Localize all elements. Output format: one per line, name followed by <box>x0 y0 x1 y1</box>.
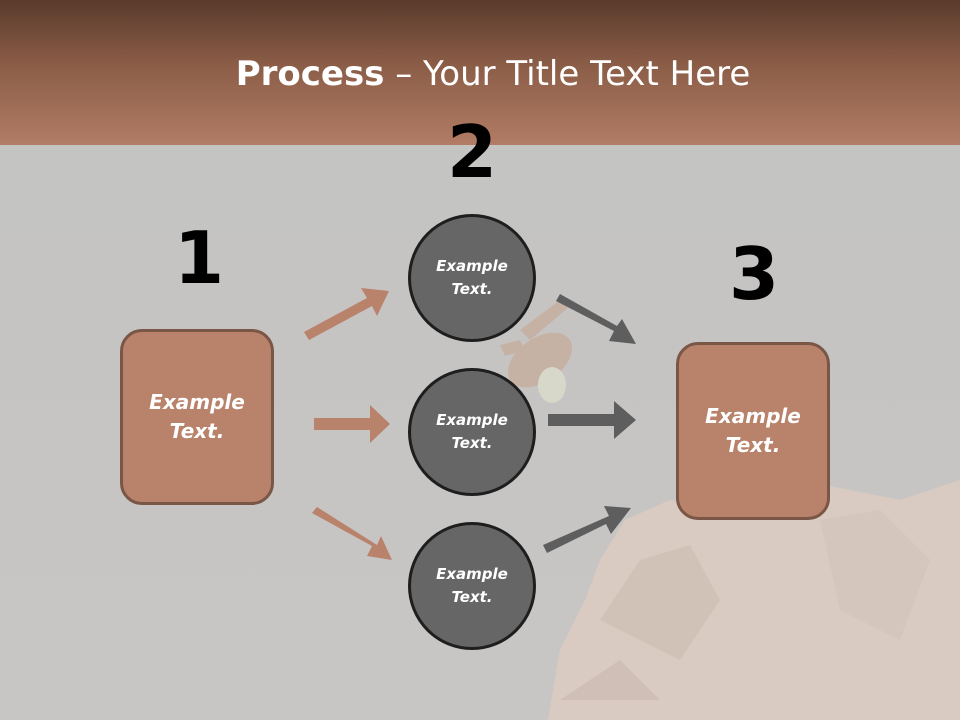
step-1-box: Example Text. <box>120 329 274 505</box>
arrow-in-middle <box>314 405 390 443</box>
step-2-label-bottom: Example Text. <box>436 565 508 606</box>
title-banner <box>0 0 960 145</box>
slide-title: Process – Your Title Text Here <box>0 52 960 96</box>
step-number-2: 2 <box>446 110 498 194</box>
arrow-out-top <box>556 294 636 344</box>
step-2-circle-middle: Example Text. <box>408 368 536 496</box>
step-2-label-middle: Example Text. <box>436 411 508 452</box>
arrow-in-bottom <box>312 507 392 560</box>
step-2-circle-top: Example Text. <box>408 214 536 342</box>
title-rest: – Your Title Text Here <box>384 54 751 94</box>
step-number-3: 3 <box>728 232 780 316</box>
title-bold: Process <box>235 54 385 94</box>
step-number-1: 1 <box>173 216 225 300</box>
step-3-box: Example Text. <box>676 342 830 520</box>
arrow-out-middle <box>548 401 636 439</box>
arrow-in-top <box>304 288 389 340</box>
step-3-label: Example Text. <box>705 404 801 457</box>
diver-figure <box>500 300 573 403</box>
arrow-out-bottom <box>543 506 631 553</box>
step-2-label-top: Example Text. <box>436 257 508 298</box>
step-2-circle-bottom: Example Text. <box>408 522 536 650</box>
step-1-label: Example Text. <box>149 390 245 443</box>
